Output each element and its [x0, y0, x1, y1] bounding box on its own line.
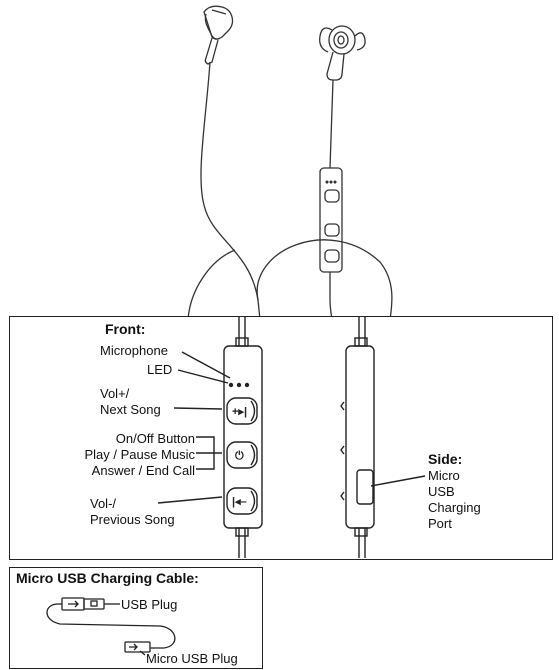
cable-title: Micro USB Charging Cable:: [16, 570, 199, 586]
vol-up-label-1: Vol+/: [100, 386, 130, 401]
side-label-2: USB: [428, 484, 455, 499]
power-label-2: Play / Pause Music: [84, 447, 195, 462]
earbud-right-icon: [319, 25, 366, 81]
vol-up-button-glyph: +▸|: [232, 406, 247, 418]
front-title: Front:: [105, 321, 146, 337]
power-label-3: Answer / End Call: [91, 463, 195, 478]
usb-plug-icon: [58, 597, 105, 611]
microphone-label: Microphone: [100, 343, 168, 358]
cable-loop: [256, 239, 393, 320]
remote-front-icon: [223, 337, 263, 537]
micro-usb-plug-icon: [124, 641, 151, 656]
earphones-illustration: [187, 5, 393, 320]
left-cable: [200, 61, 261, 320]
micro-usb-port: [356, 469, 374, 505]
side-label-4: Port: [428, 516, 452, 531]
side-title: Side:: [428, 451, 463, 467]
remote-detail-panel: [9, 316, 553, 560]
right-cable-upper: [329, 79, 334, 169]
remote-side-icon: [340, 337, 375, 537]
side-label-3: Charging: [428, 500, 481, 515]
micro-usb-plug-label: Micro USB Plug: [146, 651, 238, 666]
vol-down-button-glyph: |◂–: [232, 496, 247, 508]
side-label-1: Micro: [428, 468, 460, 483]
remote-control-icon: [319, 167, 343, 273]
cable-back: [187, 249, 236, 320]
usb-plug-label: USB Plug: [121, 597, 178, 612]
vol-down-label-2: Previous Song: [90, 512, 175, 527]
power-label-1: On/Off Button: [115, 431, 195, 446]
power-button-glyph: ⏻: [235, 449, 244, 462]
earbud-left-icon: [203, 5, 234, 65]
led-label: LED: [147, 362, 173, 377]
vol-down-label-1: Vol-/: [90, 496, 117, 511]
vol-up-label-2: Next Song: [100, 402, 161, 417]
